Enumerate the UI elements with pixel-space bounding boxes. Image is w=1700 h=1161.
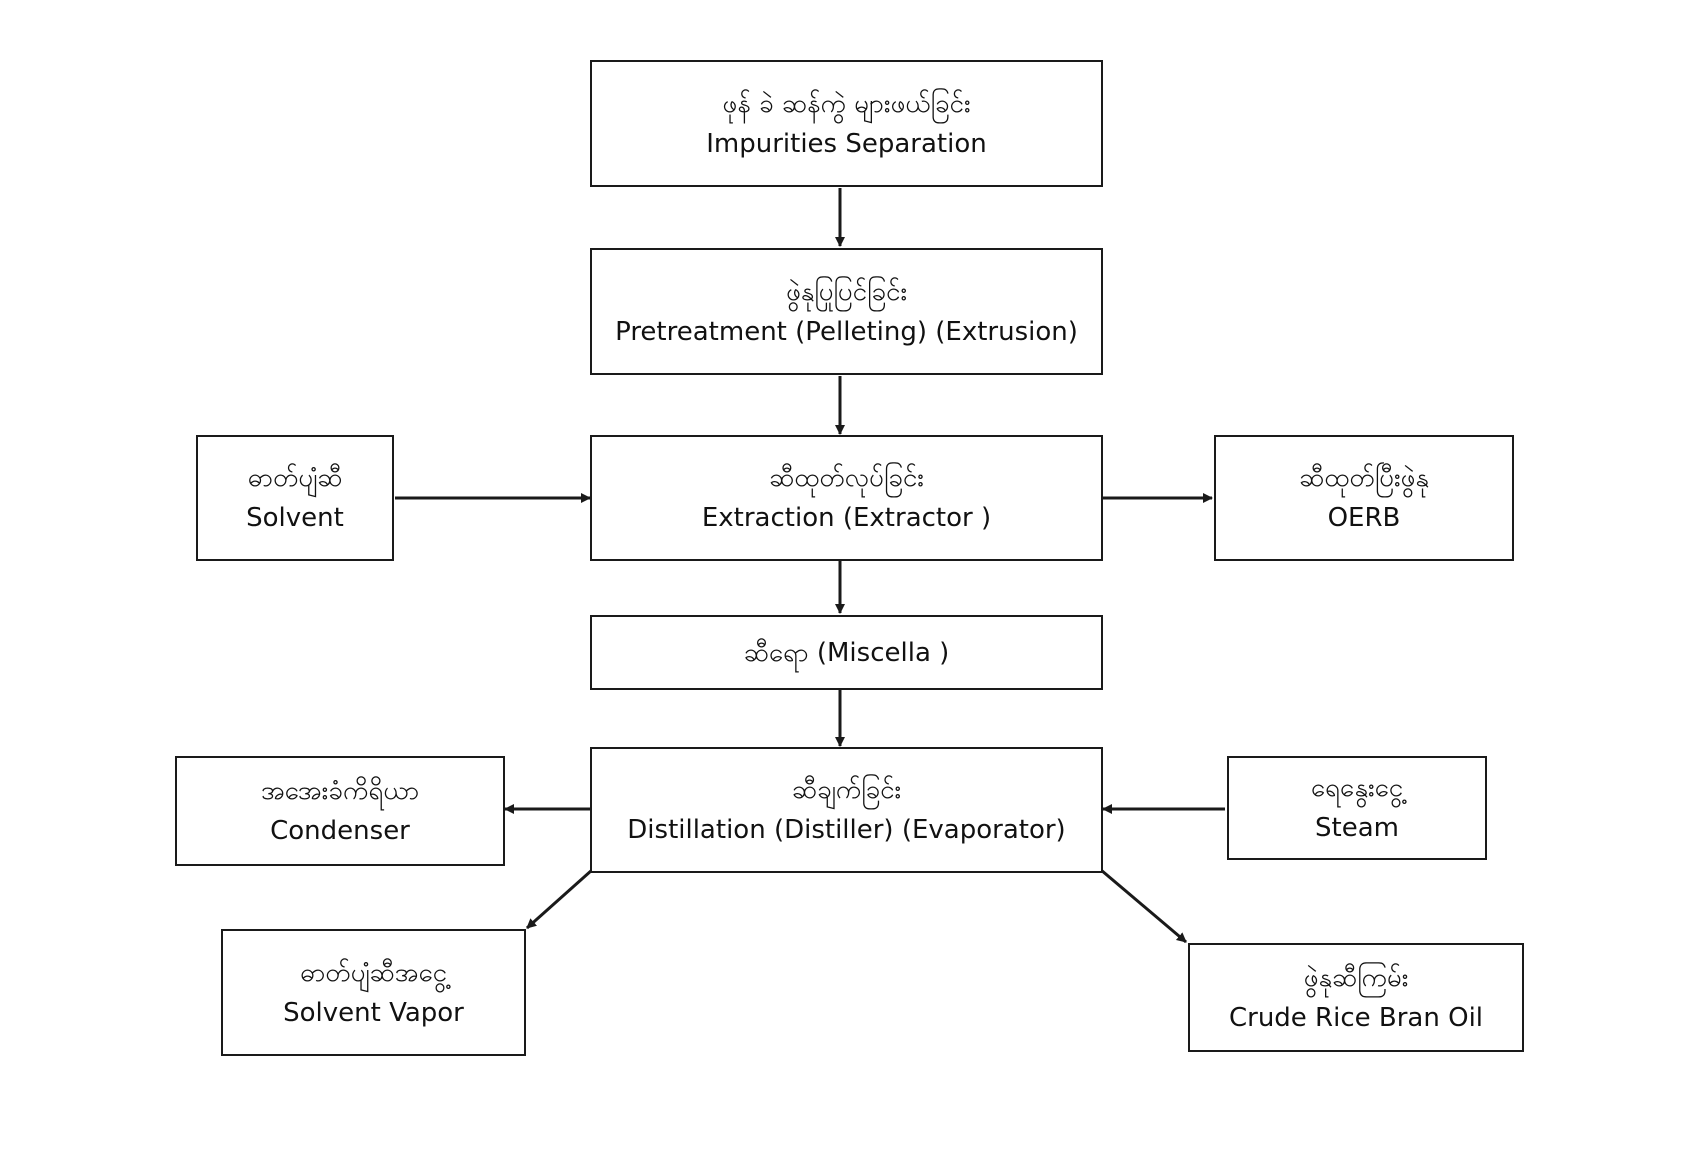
steam-mm-label: ရေနွေးငွေ့ bbox=[1310, 773, 1404, 803]
arrow-distillation-to-crude-oil bbox=[1100, 868, 1187, 944]
solvent-box: ဓာတ်ပျံဆီ Solvent bbox=[196, 435, 394, 561]
distillation-box: ဆီချက်ခြင်း Distillation (Distiller) (Ev… bbox=[590, 747, 1103, 873]
miscella-box: ဆီရော (Miscella ) bbox=[590, 615, 1103, 690]
crude-oil-mm-label: ဖွဲနုဆီကြမ်း bbox=[1303, 962, 1409, 993]
crude-oil-label: Crude Rice Bran Oil bbox=[1228, 1002, 1484, 1033]
extraction-mm-label: ဆီထုတ်လုပ်ခြင်း bbox=[769, 463, 924, 493]
impurities-separation-mm-label: ဖုန် ခဲ ဆန်ကွဲ များဖယ်ခြင်း bbox=[722, 88, 971, 119]
condenser-box: အအေးခံကိရိယာ Condenser bbox=[175, 756, 505, 866]
arrow-distillation-to-solvent-vapor bbox=[526, 868, 593, 930]
miscella-label: ဆီရော (Miscella ) bbox=[743, 637, 950, 668]
steam-box: ရေနွေးငွေ့ Steam bbox=[1227, 756, 1487, 860]
oerb-box: ဆီထုတ်ပြီးဖွဲနု OERB bbox=[1214, 435, 1514, 561]
impurities-separation-label: Impurities Separation bbox=[706, 128, 987, 159]
crude-oil-box: ဖွဲနုဆီကြမ်း Crude Rice Bran Oil bbox=[1188, 943, 1524, 1052]
distillation-label: Distillation (Distiller) (Evaporator) bbox=[627, 815, 1066, 845]
solvent-mm-label: ဓာတ်ပျံဆီ bbox=[247, 463, 343, 493]
solvent-vapor-mm-label: ဓာတ်ပျံဆီအငွေ့ bbox=[299, 957, 448, 988]
condenser-mm-label: အအေးခံကိရိယာ bbox=[260, 776, 420, 806]
pretreatment-label: Pretreatment (Pelleting) (Extrusion) bbox=[615, 316, 1078, 347]
condenser-label: Condenser bbox=[270, 816, 410, 846]
impurities-separation-box: ဖုန် ခဲ ဆန်ကွဲ များဖယ်ခြင်း Impurities S… bbox=[590, 60, 1103, 187]
extraction-box: ဆီထုတ်လုပ်ခြင်း Extraction (Extractor ) bbox=[590, 435, 1103, 561]
oerb-label: OERB bbox=[1327, 503, 1401, 533]
oerb-mm-label: ဆီထုတ်ပြီးဖွဲနု bbox=[1299, 463, 1429, 493]
distillation-mm-label: ဆီချက်ခြင်း bbox=[791, 775, 902, 805]
solvent-vapor-label: Solvent Vapor bbox=[283, 997, 464, 1028]
solvent-vapor-box: ဓာတ်ပျံဆီအငွေ့ Solvent Vapor bbox=[221, 929, 526, 1056]
extraction-label: Extraction (Extractor ) bbox=[701, 503, 992, 533]
steam-label: Steam bbox=[1315, 813, 1399, 843]
pretreatment-mm-label: ဖွဲနုပြုပြင်ခြင်း bbox=[785, 276, 908, 307]
solvent-label: Solvent bbox=[246, 503, 344, 533]
pretreatment-box: ဖွဲနုပြုပြင်ခြင်း Pretreatment (Pelletin… bbox=[590, 248, 1103, 375]
